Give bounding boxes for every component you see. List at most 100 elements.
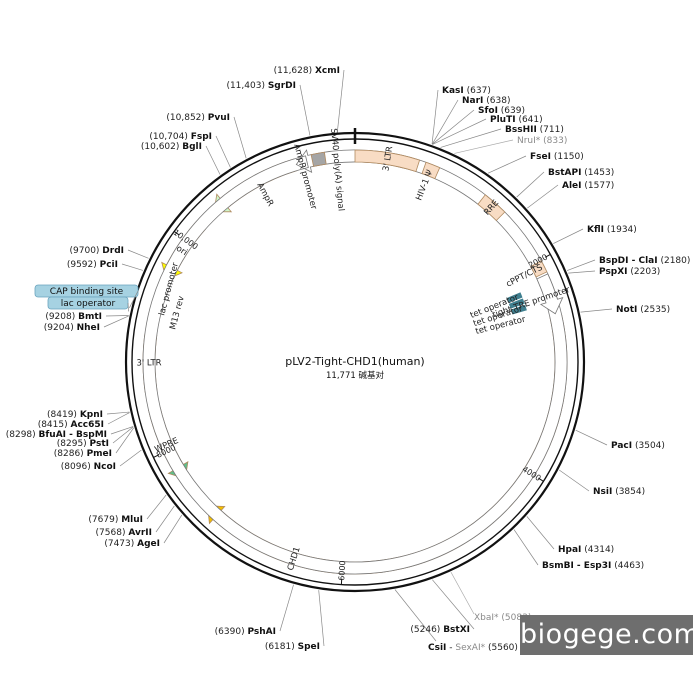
site-label[interactable]: (7473) AgeI [104,539,160,549]
site-name: HpaI [558,545,581,555]
leader-line [450,571,475,615]
site-name: XcmI [315,66,340,76]
site-position: (9208) [45,312,78,322]
site-position: (7679) [88,515,121,525]
site-label[interactable]: NruI* (833) [517,136,567,146]
site-name: PshAI [247,627,276,637]
site-name: AvrII [128,528,152,538]
leader-line [513,529,539,566]
site-label[interactable]: (11,403) SgrDI [226,81,296,91]
highlight-label: lac operator [61,299,116,309]
leader-line [112,426,134,444]
leader-line [127,302,129,312]
site-label[interactable]: (10,602) BglI [141,142,202,152]
site-label[interactable]: (6390) PshAI [215,627,276,637]
leader-line [568,270,596,274]
feature-rre [477,194,506,222]
site-label[interactable]: NsiI (3854) [593,487,645,497]
site-name: BstAPI [548,168,581,178]
site-label[interactable]: (9592) PciI [67,260,118,270]
site-name: KflI [587,225,604,235]
site-label[interactable]: (10,852) PvuI [166,113,230,123]
site-label[interactable]: KasI (637) [442,86,491,96]
site-position: (11,403) [226,81,267,91]
site-label[interactable]: (8295) PstI [57,439,109,449]
site-label[interactable]: (6181) SpeI [265,642,320,652]
leader-line [163,514,183,544]
site-name: BglI [182,142,202,152]
site-position: (4314) [581,545,614,555]
site-label[interactable]: (8096) NcoI [61,462,116,472]
leader-line [103,315,129,328]
plasmid-backbone [124,128,586,593]
site-label[interactable]: (7679) MluI [88,515,143,525]
site-label[interactable]: HpaI (4314) [558,545,614,555]
site-label[interactable]: CsiI - SexAI* (5560) [428,643,518,653]
site-label[interactable]: (9700) DrdI [70,246,125,256]
site-label[interactable]: NotI (2535) [616,305,670,315]
site-label[interactable]: (8286) PmeI [54,449,112,459]
site-label[interactable]: (9204) NheI [44,323,100,333]
watermark: biogege.com [520,615,700,655]
site-label[interactable]: (9208) BmtI [45,312,102,322]
site-position: (11,628) [274,66,315,76]
site-label[interactable]: BstAPI (1453) [548,168,614,178]
site-name: PmeI [87,449,112,459]
site-name: NruI* [517,136,541,146]
site-name: NheI [77,323,100,333]
site-label[interactable]: PspXI (2203) [599,267,660,277]
leader-line [233,116,247,159]
highlight-label: CAP binding site [50,287,124,297]
site-label[interactable]: (8415) Acc65I [38,420,104,430]
leader-line [107,412,130,425]
feature-label: HIV-1 Ψ [414,168,435,202]
leader-line [127,249,149,259]
site-label[interactable]: PacI (3504) [611,441,665,451]
site-label[interactable]: (11,628) XcmI [274,66,340,76]
site-position: (1934) [604,225,637,235]
site-name: MluI [121,515,143,525]
site-label[interactable]: (7568) AvrII [96,528,152,538]
site-name: NarI [462,96,483,106]
feature-label: 3' LTR [381,145,395,171]
leader-line [110,426,134,435]
site-name: NotI [616,305,637,315]
site-name: FspI [191,132,212,142]
site-label[interactable]: XbaI* (5083) [474,613,531,623]
site-position: (1577) [582,181,615,191]
site-label[interactable]: BspDI - ClaI (2180) [599,256,690,266]
site-position: (2203) [628,267,661,277]
site-label[interactable]: FseI (1150) [530,152,584,162]
site-label[interactable]: (5246) BstXI [410,625,470,635]
site-position: (8298) [6,430,39,440]
site-label[interactable]: KflI (1934) [587,225,637,235]
site-position: (7473) [104,539,137,549]
site-name: FseI [530,152,551,162]
site-label[interactable]: BssHII (711) [505,125,564,135]
site-position: (711) [537,125,564,135]
site-label[interactable]: SfoI (639) [478,106,525,116]
site-label[interactable]: (10,704) FspI [149,132,212,142]
leader-line [527,184,559,209]
site-label[interactable]: NarI (638) [462,96,510,106]
site-label[interactable]: PluTI (641) [490,115,543,125]
site-label[interactable]: (8298) BfuAI - BspMI [6,430,107,440]
leader-line [432,579,475,630]
site-label[interactable]: BsmBI - Esp3I (4463) [542,561,644,571]
site-name: KpnI [80,410,103,420]
site-position: (637) [464,86,491,96]
leader-line [146,494,167,520]
leader-line [279,584,294,632]
site-label[interactable]: AleI (1577) [562,181,614,191]
leader-line [119,449,142,467]
site-label[interactable]: (8419) KpnI [47,410,103,420]
site-position: (8295) [57,439,90,449]
site-position: (4463) [611,561,644,571]
leader-line [526,516,555,550]
site-name: PciI [100,260,118,270]
feature-tight-tre-promoter [536,273,564,315]
site-position: (10,704) [149,132,190,142]
site-position: (7568) [96,528,129,538]
leader-line [487,155,527,174]
